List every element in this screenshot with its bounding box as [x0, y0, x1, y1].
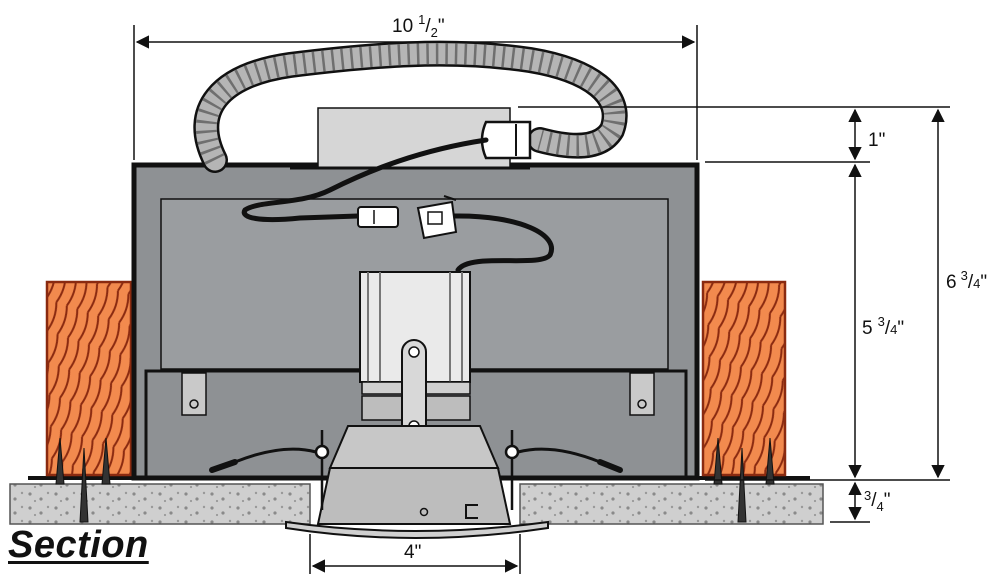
ceiling-drywall [9, 476, 824, 525]
wiring [241, 137, 554, 273]
wire-connector-male [357, 206, 399, 228]
trim-reflector [285, 425, 549, 539]
wire-connector-female [416, 195, 458, 240]
aperture-label: 4" [404, 542, 421, 563]
dimension-overall-width [133, 25, 698, 160]
wood-joist-right [701, 280, 787, 477]
mounting-nails [55, 437, 775, 523]
torsion-springs [209, 430, 623, 510]
top-box-dimension-label: 1" [868, 130, 885, 151]
section-title: Section [8, 524, 149, 566]
dimension-vertical-lines [518, 106, 950, 523]
flexible-conduit [193, 40, 628, 173]
ceiling-thickness-label: 3/4" [864, 488, 891, 514]
dimension-aperture [309, 534, 521, 574]
conduit-connector [480, 120, 532, 160]
wood-joist-left [45, 280, 133, 477]
lamp-driver [359, 271, 471, 439]
